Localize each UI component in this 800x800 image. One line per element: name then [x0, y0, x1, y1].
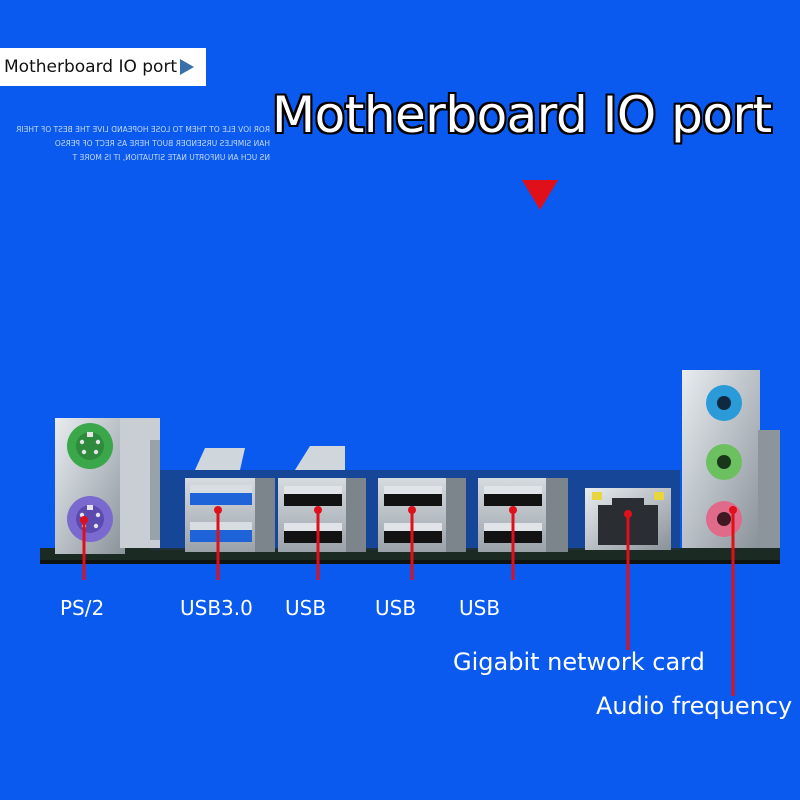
down-triangle-icon [522, 180, 558, 210]
label-usb30: USB3.0 [180, 596, 253, 620]
ps2-port-group [55, 418, 160, 554]
label-usb-1: USB [285, 596, 327, 620]
label-audio-frequency: Audio frequency [596, 692, 793, 720]
pointer-lines [82, 510, 735, 696]
usb-port-group-3 [478, 478, 568, 552]
usb-port-group-2 [378, 478, 466, 552]
label-usb-2: USB [375, 596, 417, 620]
label-ps2: PS/2 [60, 596, 105, 620]
usb-port-group-1 [278, 446, 366, 552]
page-title: Motherboard IO port [272, 86, 772, 144]
label-usb-3: USB [459, 596, 501, 620]
label-gigabit-network-card: Gigabit network card [453, 648, 705, 676]
corner-tag-label: Motherboard IO port [4, 57, 178, 77]
usb30-port-group [185, 448, 275, 552]
audio-port-group [682, 370, 780, 548]
right-triangle-icon [180, 59, 195, 75]
corner-tag: Motherboard IO port [0, 48, 206, 86]
